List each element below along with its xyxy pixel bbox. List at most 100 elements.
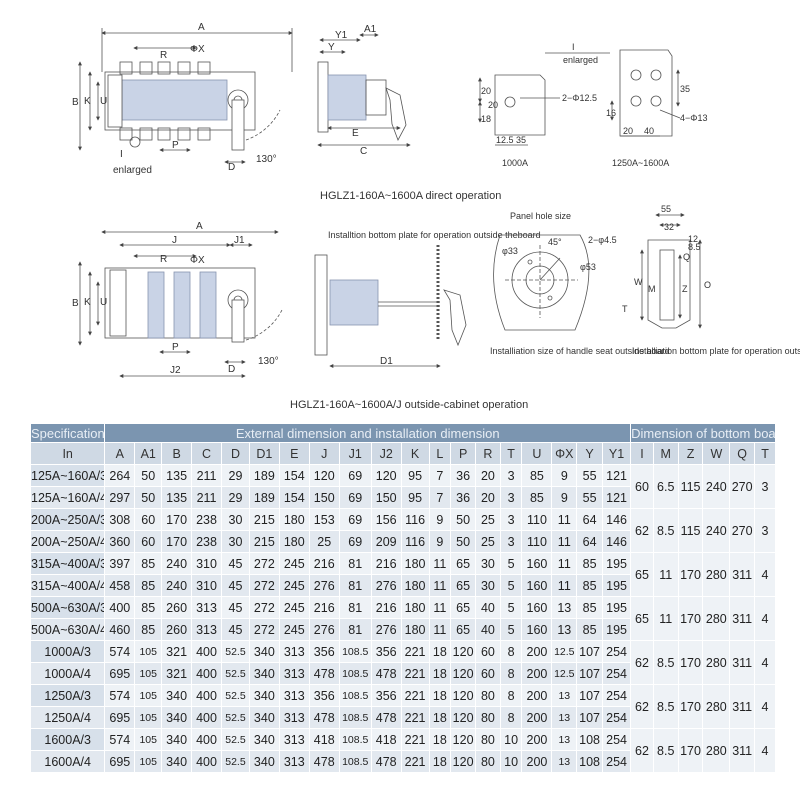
- dimension-cell: 108.5: [338, 684, 372, 707]
- dimension-cell: 108: [576, 728, 603, 751]
- dim-P-outside: P: [172, 342, 179, 353]
- bottom-board-cell: 65: [630, 596, 654, 641]
- bottom-board-cell: 8.5: [652, 728, 679, 773]
- dimension-cell: 313: [278, 750, 310, 773]
- dimension-cell: 478: [308, 706, 340, 729]
- dimension-cell: 313: [278, 706, 310, 729]
- dimension-cell: 153: [308, 508, 340, 531]
- column-header: R: [475, 442, 501, 465]
- dimension-cell: 18: [428, 728, 452, 751]
- dimension-cell: 180: [400, 618, 430, 641]
- dimension-cell: 150: [370, 486, 402, 509]
- dimension-cell: 313: [278, 684, 310, 707]
- dimension-cell: 340: [248, 728, 280, 751]
- label-1250A: 1250A~1600A: [612, 158, 669, 168]
- dimension-cell: 105: [134, 684, 163, 707]
- column-header: J1: [338, 442, 372, 465]
- bottom-board-cell: 270: [729, 508, 756, 553]
- enlarged-detail: [478, 49, 681, 146]
- dimension-cell: 5: [499, 574, 523, 597]
- dim-C: C: [360, 146, 367, 157]
- dimension-cell: 695: [104, 662, 136, 685]
- spec-cell: 1000A/4: [29, 662, 106, 685]
- dimension-cell: 18: [428, 750, 452, 773]
- technical-drawings: A R ΦX B K U P D 130° I enlarged Y1 A1 Y…: [72, 22, 800, 411]
- angle-label-outside: 130°: [258, 356, 279, 367]
- direct-caption: HGLZ1-160A~1600A direct operation: [320, 190, 501, 202]
- dimension-cell: 85: [134, 618, 163, 641]
- enlarged-caption: enlarged: [113, 165, 152, 176]
- dimension-cell: 116: [400, 508, 430, 531]
- dimension-cell: 146: [601, 530, 632, 553]
- dimension-cell: 80: [475, 706, 501, 729]
- dim-1000-20b: 20: [488, 100, 498, 110]
- dimension-cell: 574: [104, 684, 136, 707]
- dimension-cell: 50: [134, 486, 163, 509]
- column-header: A: [104, 442, 136, 465]
- dimension-cell: 30: [221, 508, 250, 531]
- bottom-board-cell: 280: [702, 552, 731, 597]
- dimension-cell: 120: [450, 706, 476, 729]
- dimension-cell: 215: [248, 530, 280, 553]
- dim-U: U: [100, 96, 107, 107]
- column-header: B: [161, 442, 193, 465]
- dim-E: E: [352, 128, 359, 139]
- column-header: D: [221, 442, 250, 465]
- dimension-cell: 105: [134, 640, 163, 663]
- bottom-board-cell: 3: [754, 508, 776, 553]
- dimension-cell: 120: [308, 464, 340, 487]
- dimension-cell: 120: [450, 750, 476, 773]
- dimension-cell: 216: [370, 596, 402, 619]
- dimension-cell: 400: [104, 596, 136, 619]
- panel-angle: 45°: [548, 237, 562, 247]
- dimension-cell: 574: [104, 640, 136, 663]
- dimension-cell: 272: [248, 596, 280, 619]
- dimension-cell: 65: [450, 574, 476, 597]
- panel-d2: φ53: [580, 262, 596, 272]
- dimension-cell: 108.5: [338, 728, 372, 751]
- spec-cell: 315A~400A/3: [29, 552, 106, 575]
- dimension-cell: 238: [191, 508, 223, 531]
- dimension-cell: 9: [551, 486, 578, 509]
- dimension-cell: 221: [400, 706, 430, 729]
- dimension-cell: 65: [450, 552, 476, 575]
- dim-A1: A1: [364, 24, 377, 35]
- dimension-cell: 10: [499, 750, 523, 773]
- bottom-board-cell: 60: [630, 464, 654, 509]
- spec-cell: 1250A/3: [29, 684, 106, 707]
- dim-A-outside: A: [196, 221, 203, 232]
- hole-1250: 4−Φ13: [680, 113, 707, 123]
- panel-hole-view: [493, 234, 590, 331]
- dimension-cell: 478: [370, 750, 402, 773]
- dimension-cell: 20: [475, 486, 501, 509]
- dimension-cell: 13: [551, 706, 578, 729]
- dimension-cell: 695: [104, 706, 136, 729]
- dimension-cell: 69: [338, 530, 372, 553]
- dimension-cell: 170: [161, 530, 193, 553]
- dimension-cell: 160: [521, 596, 553, 619]
- dimension-cell: 254: [601, 728, 632, 751]
- dimension-cell: 11: [428, 596, 452, 619]
- dimension-cell: 105: [134, 662, 163, 685]
- bottom-board-cell: 280: [702, 684, 731, 729]
- dimension-cell: 216: [308, 596, 340, 619]
- dimension-cell: 156: [370, 508, 402, 531]
- dimension-cell: 107: [576, 640, 603, 663]
- dimension-cell: 29: [221, 464, 250, 487]
- outside-side-view: [314, 245, 467, 368]
- dimension-cell: 400: [191, 662, 223, 685]
- dimension-cell: 189: [248, 486, 280, 509]
- dimension-cell: 180: [400, 574, 430, 597]
- dimension-cell: 360: [104, 530, 136, 553]
- dimension-cell: 105: [134, 728, 163, 751]
- dimension-cell: 8: [499, 706, 523, 729]
- dimension-cell: 400: [191, 640, 223, 663]
- dimension-cell: 221: [400, 640, 430, 663]
- dimension-cell: 107: [576, 706, 603, 729]
- bottom-board-cell: 62: [630, 684, 654, 729]
